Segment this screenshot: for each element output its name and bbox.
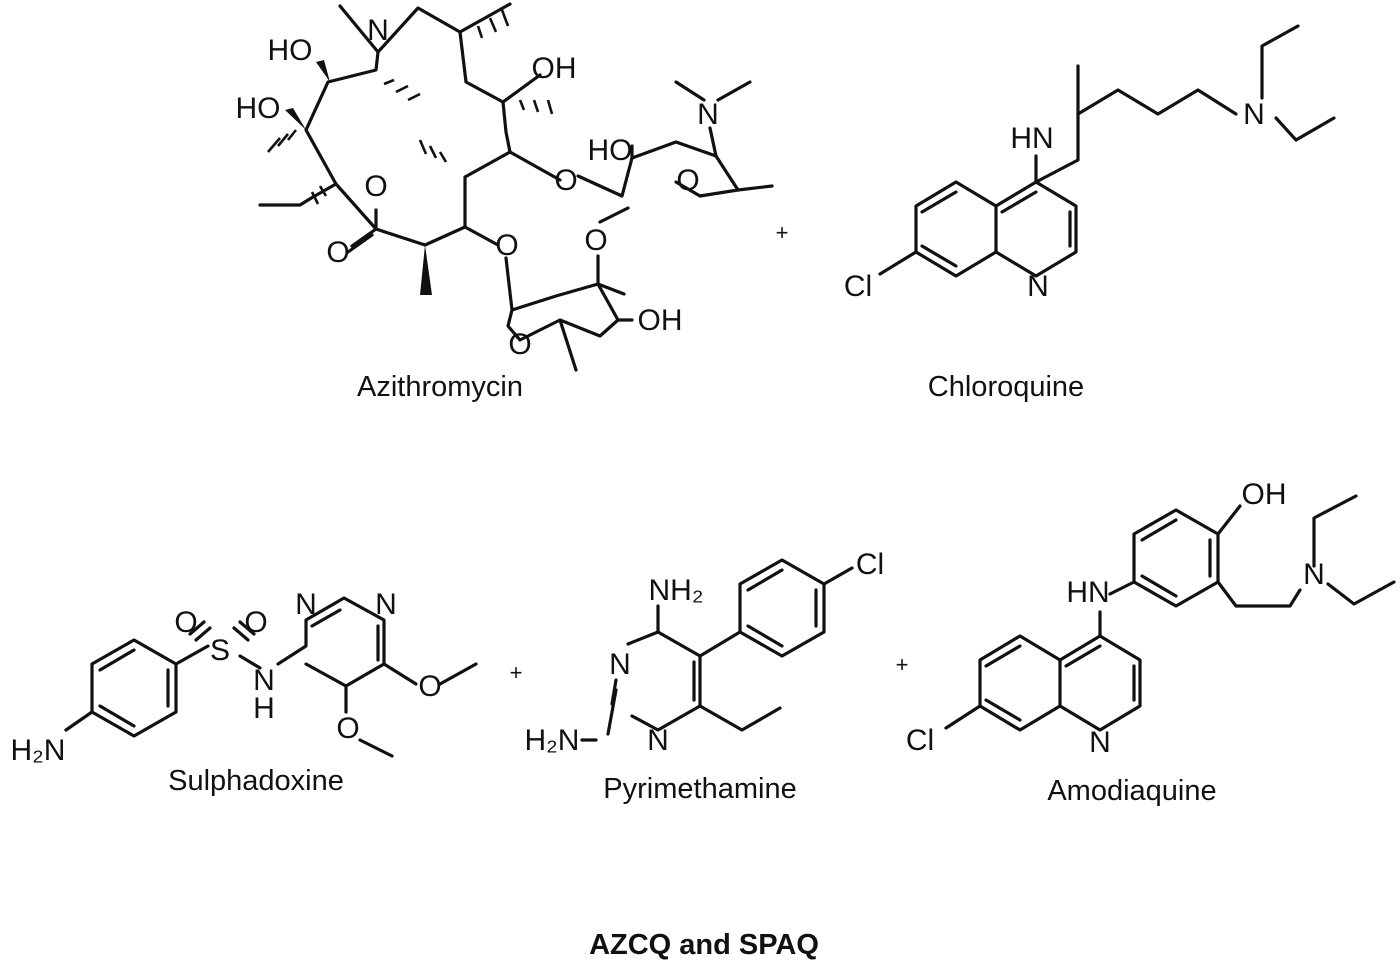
sulphadoxine-s-label: S <box>210 634 230 667</box>
sulphadoxine-ring-n-label-1: N <box>295 588 317 621</box>
pyrimethamine-name: Pyrimethamine <box>603 773 796 805</box>
azithromycin-glyco-o-label-2: O <box>495 229 518 262</box>
pyrimethamine-nh2-label: NH₂ <box>649 574 704 607</box>
sulphadoxine-name: Sulphadoxine <box>168 765 344 797</box>
azithromycin-carbonyl-o-label: O <box>326 236 349 269</box>
chloroquine-structure: HN N N Cl Chloroquine <box>844 24 1336 403</box>
sulphadoxine-methoxy-o-label-2: O <box>336 712 359 745</box>
amodiaquine-structure: OH HN N N Cl Amodiaquine <box>906 478 1396 807</box>
plus-sign-1: + <box>776 220 789 245</box>
amodiaquine-oh-label: OH <box>1242 478 1287 511</box>
azithromycin-name: Azithromycin <box>357 371 523 403</box>
sulphadoxine-structure: S O O N H N N O O H₂N Sulphadoxine <box>11 588 478 797</box>
sulphadoxine-o-label-1: O <box>174 606 197 639</box>
chloroquine-amine-n-label: N <box>1243 98 1265 131</box>
chloroquine-hn-label: HN <box>1010 122 1053 155</box>
pyrimethamine-h2n-label: H₂N <box>525 724 580 757</box>
sulphadoxine-nh-h-label: H <box>253 692 275 725</box>
amodiaquine-amine-n-label: N <box>1303 558 1325 591</box>
azithromycin-nme2-label: N <box>697 98 719 131</box>
sulphadoxine-methoxy-o-label-1: O <box>418 670 441 703</box>
amodiaquine-name: Amodiaquine <box>1047 775 1216 807</box>
azithromycin-ring-n-label: N <box>367 14 389 47</box>
pyrimethamine-cl-label: Cl <box>856 548 884 581</box>
azithromycin-ho-label-2: HO <box>236 92 281 125</box>
azithromycin-oh-label-1: OH <box>532 52 577 85</box>
sulphadoxine-ring-n-label-2: N <box>375 588 397 621</box>
pyrimethamine-structure: NH₂ N N H₂N Cl Pyrimethamine <box>525 548 885 805</box>
amodiaquine-cl-label: Cl <box>906 724 934 757</box>
pyrimethamine-ring-n-label-2: N <box>647 724 669 757</box>
azithromycin-structure: N HO HO OH O O O O N HO O O OH O Azithro… <box>236 2 774 403</box>
azithromycin-sugar1-o-label: O <box>676 164 699 197</box>
sulphadoxine-h2n-label: H₂N <box>11 734 66 767</box>
azithromycin-oh-label-2: OH <box>638 304 683 337</box>
azithromycin-glyco-o-label-1: O <box>554 164 577 197</box>
azithromycin-sugar2-o-label: O <box>508 328 531 361</box>
chloroquine-ring-n-label: N <box>1027 270 1049 303</box>
amodiaquine-ring-n-label: N <box>1089 726 1111 759</box>
azithromycin-methoxy-o-label: O <box>584 224 607 257</box>
azithromycin-ester-o-label: O <box>364 170 387 203</box>
pyrimethamine-ring-n-label-1: N <box>609 648 631 681</box>
sulphadoxine-o-label-2: O <box>244 606 267 639</box>
chloroquine-name: Chloroquine <box>928 371 1084 403</box>
plus-sign-3: + <box>896 652 909 677</box>
figure-caption: AZCQ and SPAQ <box>589 929 819 961</box>
amodiaquine-hn-label: HN <box>1066 576 1109 609</box>
azithromycin-ho-label-3: HO <box>588 134 633 167</box>
plus-sign-2: + <box>510 660 523 685</box>
azithromycin-ho-label-1: HO <box>268 34 313 67</box>
chloroquine-cl-label: Cl <box>844 270 872 303</box>
sulphadoxine-nh-n-label: N <box>253 664 275 697</box>
